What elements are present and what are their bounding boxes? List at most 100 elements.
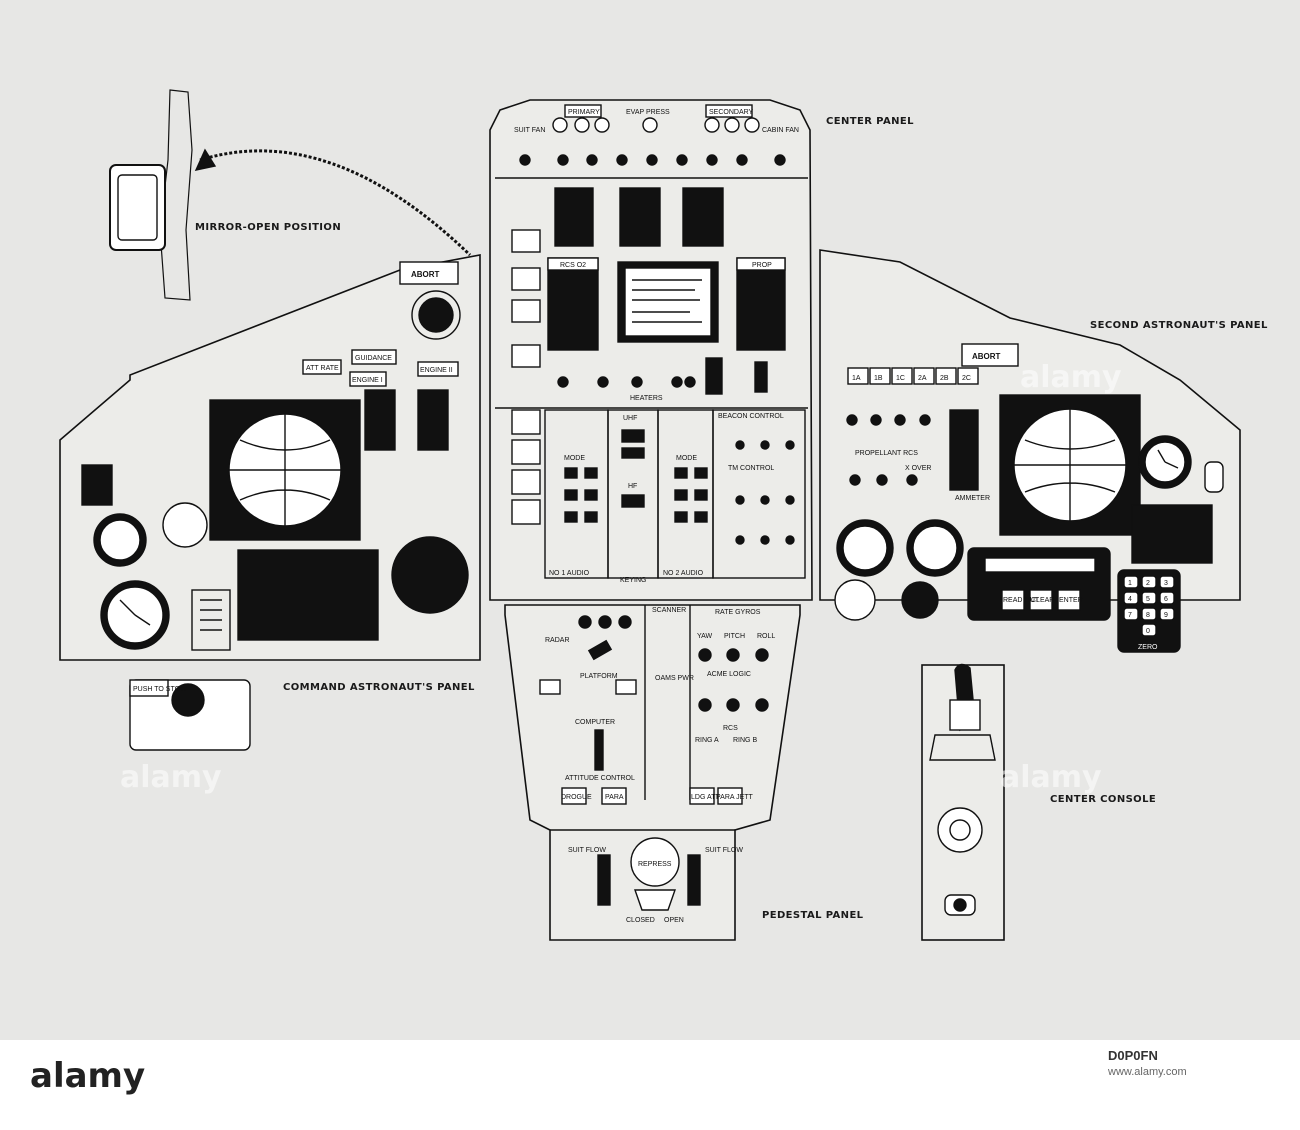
switch-2b[interactable] xyxy=(935,367,957,385)
secondary-label: SECONDARY xyxy=(709,109,754,116)
watermark: alamy xyxy=(1000,760,1102,795)
tape-meter-3 xyxy=(682,187,724,247)
keypad-key-label: 3 xyxy=(1164,580,1168,587)
center-console xyxy=(921,663,1005,941)
scanner-label: SCANNER xyxy=(652,607,686,614)
keying-label: KEYING xyxy=(620,577,646,584)
repress-label: REPRESS xyxy=(638,861,672,868)
keypad-key-label: 2 xyxy=(1146,580,1150,587)
switch-1b[interactable] xyxy=(869,367,891,385)
keypad-key-label: 7 xyxy=(1128,612,1132,619)
switch-label: 1A xyxy=(852,375,861,382)
engine-2-label: ENGINE II xyxy=(420,367,453,374)
switch-label: 1B xyxy=(874,375,883,382)
no2-audio-label: NO 2 AUDIO xyxy=(663,570,704,577)
keypad-key-label: 8 xyxy=(1146,612,1150,619)
attitude-control-label: ATTITUDE CONTROL xyxy=(565,775,635,782)
cabin-fan-label: CABIN FAN xyxy=(762,127,799,134)
ring-b-label: RING B xyxy=(733,737,757,744)
caption-mirror-open-position: MIRROR-OPEN POSITION xyxy=(195,222,342,233)
guidance-label: GUIDANCE xyxy=(355,355,392,362)
keypad-key-6[interactable] xyxy=(1159,591,1175,605)
mode-left-label: MODE xyxy=(564,455,585,462)
pitch-label: PITCH xyxy=(724,633,745,640)
switch-2a[interactable] xyxy=(913,367,935,385)
read-out-label: READ OUT xyxy=(1003,597,1040,604)
ammeter-label: AMMETER xyxy=(955,495,990,502)
caption-second-astronaut-panel: SECOND ASTRONAUT'S PANEL xyxy=(1090,320,1268,331)
open-label: OPEN xyxy=(664,917,684,924)
image-id: D0P0FN xyxy=(1108,1048,1158,1063)
caption-pedestal-panel: PEDESTAL PANEL xyxy=(762,910,864,921)
keypad-key-0[interactable] xyxy=(1141,623,1157,637)
switch-1c[interactable] xyxy=(891,367,913,385)
att-rate-label: ATT RATE xyxy=(306,365,339,372)
keypad-key-label: 5 xyxy=(1146,596,1150,603)
suit-flow-left-label: SUIT FLOW xyxy=(568,847,606,854)
range-rate-indicator xyxy=(391,536,469,614)
hf-label: HF xyxy=(628,483,637,490)
keypad-key-2[interactable] xyxy=(1141,575,1157,589)
closed-label: CLOSED xyxy=(626,917,655,924)
keypad-key-5[interactable] xyxy=(1141,591,1157,605)
prop-tape xyxy=(736,257,786,351)
rcs-o2-label: RCS O2 xyxy=(560,262,586,269)
prop-label: PROP xyxy=(752,262,772,269)
push-to-stow-label: PUSH TO STOW xyxy=(133,686,187,693)
oams-pwr-label: OAMS PWR xyxy=(655,675,694,682)
switch-label: 2B xyxy=(940,375,949,382)
rcs-o2-tape xyxy=(547,257,599,351)
switch-2c[interactable] xyxy=(957,367,979,385)
para-label: PARA xyxy=(605,794,624,801)
footer-url[interactable]: www.alamy.com xyxy=(1108,1066,1187,1078)
platform-label: PLATFORM xyxy=(580,673,618,680)
abort-right-label: ABORT xyxy=(972,352,1001,361)
radar-label: RADAR xyxy=(545,637,570,644)
drogue-label: DROGUE xyxy=(561,794,592,801)
tape-meter-1 xyxy=(554,187,594,247)
pedestal-panel: RADAR SCANNER RATE GYROS PLATFORM COMPUT… xyxy=(504,604,801,941)
no1-audio-label: NO 1 AUDIO xyxy=(549,570,590,577)
engine-1-label: ENGINE I xyxy=(352,377,383,384)
propellant-rcs-label: PROPELLANT RCS xyxy=(855,450,918,457)
keypad-key-label: 9 xyxy=(1164,612,1168,619)
caption-center-panel: CENTER PANEL xyxy=(826,116,914,127)
abort-left-label: ABORT xyxy=(411,270,440,279)
switch-label: 1C xyxy=(896,375,905,382)
watermark: alamy xyxy=(1020,360,1122,395)
beacon-control-label: BEACON CONTROL xyxy=(718,413,784,420)
switch-label: 2C xyxy=(962,375,971,382)
footer-info: D0P0FN www.alamy.com xyxy=(1108,1048,1278,1080)
keypad-key-label: 0 xyxy=(1146,628,1150,635)
switch-label: 2A xyxy=(918,375,927,382)
keypad-key-4[interactable] xyxy=(1123,591,1139,605)
uhf-label: UHF xyxy=(623,415,637,422)
computer-label: COMPUTER xyxy=(575,719,615,726)
keypad-key-1[interactable] xyxy=(1123,575,1139,589)
keypad-key-7[interactable] xyxy=(1123,607,1139,621)
keypad-key-3[interactable] xyxy=(1159,575,1175,589)
mode-right-label: MODE xyxy=(676,455,697,462)
keypad-key-label: 1 xyxy=(1128,580,1132,587)
caption-command-astronaut-panel: COMMAND ASTRONAUT'S PANEL xyxy=(283,682,475,693)
alamy-logo[interactable]: alamy xyxy=(30,1056,146,1096)
suit-fan-label: SUIT FAN xyxy=(514,127,545,134)
gemini-instrument-panel-diagram: ABORT ATT RATE GUIDANCE ENGINE I ENGINE … xyxy=(59,89,1241,941)
rcs-label: RCS xyxy=(723,725,738,732)
clear-label: CLEAR xyxy=(1031,597,1054,604)
switch-1a[interactable] xyxy=(847,367,869,385)
watermark: alamy xyxy=(120,760,222,795)
keypad-key-9[interactable] xyxy=(1159,607,1175,621)
flight-director-block xyxy=(237,549,379,641)
second-astronaut-panel: ABORT AMMETER PROPELLANT RCS X OVER READ… xyxy=(819,249,1241,653)
tape-meter-2 xyxy=(619,187,661,247)
keypad-key-8[interactable] xyxy=(1141,607,1157,621)
command-astronaut-panel: ABORT ATT RATE GUIDANCE ENGINE I ENGINE … xyxy=(59,254,481,751)
blank-gauge xyxy=(162,502,208,548)
footer-bar xyxy=(0,1040,1300,1130)
zero-label: ZERO xyxy=(1138,644,1158,651)
heaters-label: HEATERS xyxy=(630,395,663,402)
caption-center-console: CENTER CONSOLE xyxy=(1050,794,1157,805)
yaw-label: YAW xyxy=(697,633,713,640)
acme-logic-label: ACME LOGIC xyxy=(707,671,751,678)
